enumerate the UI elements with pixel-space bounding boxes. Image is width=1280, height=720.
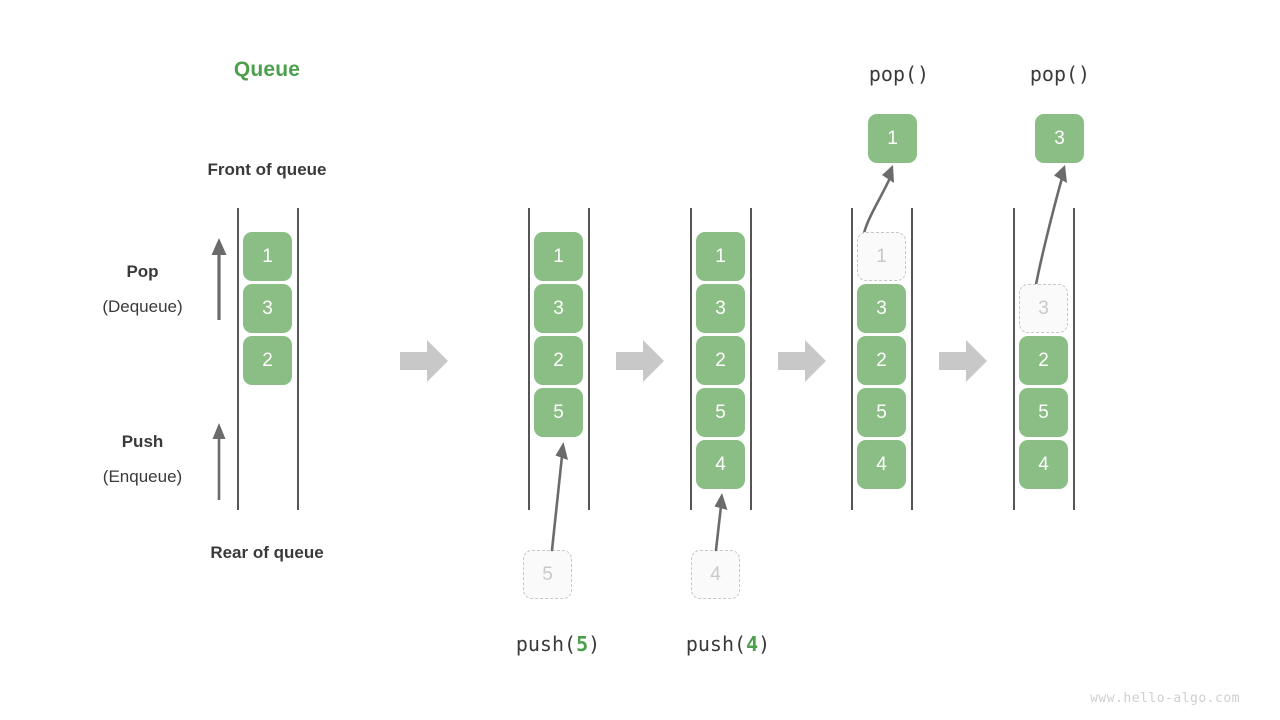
step-arrow-icon bbox=[778, 340, 826, 382]
queue-cell: 4 bbox=[696, 440, 745, 489]
queue-rail-right bbox=[297, 208, 299, 510]
queue-column-push5: 1 3 2 5 bbox=[528, 208, 590, 510]
queue-rail-left bbox=[851, 208, 853, 510]
queue-column-push4: 1 3 2 5 4 bbox=[690, 208, 752, 510]
queue-cell: 2 bbox=[534, 336, 583, 385]
queue-column-pop1: 1 3 2 5 4 bbox=[851, 208, 913, 510]
queue-cell: 3 bbox=[534, 284, 583, 333]
queue-cell: 2 bbox=[1019, 336, 1068, 385]
queue-rail-right bbox=[1073, 208, 1075, 510]
queue-cell: 5 bbox=[857, 388, 906, 437]
incoming-element-ghost: 5 bbox=[523, 550, 572, 599]
step-arrow-icon bbox=[400, 340, 448, 382]
pop-label: Pop bbox=[126, 262, 159, 281]
pop-operation-label: pop() bbox=[868, 62, 930, 86]
queue-cell: 1 bbox=[243, 232, 292, 281]
push-enter-arrow bbox=[714, 493, 728, 552]
push-caption-prefix: push( bbox=[515, 632, 577, 656]
step-arrow-icon bbox=[616, 340, 664, 382]
queue-cell: 5 bbox=[534, 388, 583, 437]
queue-cell: 5 bbox=[1019, 388, 1068, 437]
pop-operation-label: pop() bbox=[1029, 62, 1091, 86]
queue-rail-right bbox=[911, 208, 913, 510]
queue-cell: 1 bbox=[696, 232, 745, 281]
incoming-element-ghost: 4 bbox=[691, 550, 740, 599]
queue-column-pop3: 3 2 5 4 bbox=[1013, 208, 1075, 510]
queue-cell: 3 bbox=[857, 284, 906, 333]
queue-cell: 3 bbox=[696, 284, 745, 333]
queue-cell-removed: 3 bbox=[1019, 284, 1068, 333]
push-caption-suffix: ) bbox=[588, 632, 601, 656]
popped-element: 1 bbox=[868, 114, 917, 163]
queue-cell: 3 bbox=[243, 284, 292, 333]
queue-cell: 2 bbox=[696, 336, 745, 385]
pop-sublabel-dequeue: (Dequeue) bbox=[102, 297, 183, 316]
push-5-caption: push(5) bbox=[483, 632, 633, 656]
page-title: Queue bbox=[233, 58, 301, 81]
pop-direction-arrow bbox=[211, 238, 227, 320]
push-direction-arrow bbox=[212, 423, 226, 500]
queue-cell-removed: 1 bbox=[857, 232, 906, 281]
push-caption-suffix: ) bbox=[758, 632, 771, 656]
push-4-caption: push(4) bbox=[653, 632, 803, 656]
watermark: www.hello-algo.com bbox=[1090, 691, 1240, 706]
queue-rail-left bbox=[237, 208, 239, 510]
queue-cell: 1 bbox=[534, 232, 583, 281]
queue-cell: 5 bbox=[696, 388, 745, 437]
push-caption-prefix: push( bbox=[685, 632, 747, 656]
queue-rail-left bbox=[1013, 208, 1015, 510]
queue-cell: 2 bbox=[857, 336, 906, 385]
queue-cell: 4 bbox=[857, 440, 906, 489]
queue-rail-right bbox=[750, 208, 752, 510]
queue-rail-left bbox=[528, 208, 530, 510]
push-sublabel-enqueue: (Enqueue) bbox=[102, 467, 183, 486]
queue-cell: 2 bbox=[243, 336, 292, 385]
queue-rail-left bbox=[690, 208, 692, 510]
push-caption-value: 5 bbox=[576, 632, 589, 656]
queue-column-initial: 1 3 2 bbox=[237, 208, 299, 510]
queue-rail-right bbox=[588, 208, 590, 510]
push-label: Push bbox=[121, 432, 164, 451]
front-of-queue-label: Front of queue bbox=[207, 160, 327, 179]
popped-element: 3 bbox=[1035, 114, 1084, 163]
push-caption-value: 4 bbox=[746, 632, 759, 656]
rear-of-queue-label: Rear of queue bbox=[210, 543, 324, 562]
push-enter-arrow bbox=[550, 442, 568, 552]
queue-cell: 4 bbox=[1019, 440, 1068, 489]
step-arrow-icon bbox=[939, 340, 987, 382]
